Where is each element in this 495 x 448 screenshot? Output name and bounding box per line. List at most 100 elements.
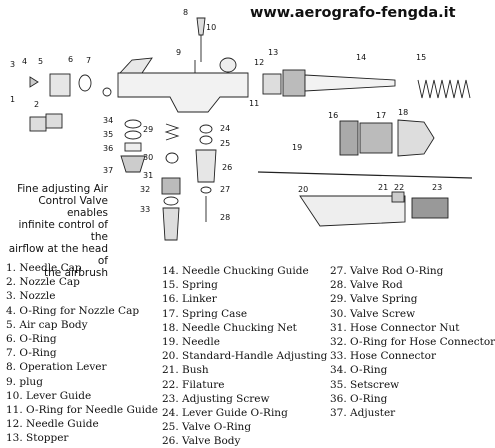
airbrush-exploded-view: 1 2 3 4 5 6 7 8 9 10 11 12 13 14 15 16 1… [10,8,473,241]
callout-29: 29 [143,125,153,134]
legend-item: 36. O-Ring [330,392,388,405]
callout-24: 24 [220,124,230,133]
legend-item: 19. Needle [162,335,220,348]
legend-item: 6. O-Ring [6,332,57,345]
legend-item: 29. Valve Spring [330,293,418,306]
callout-4: 4 [22,57,27,66]
callout-7: 7 [86,56,91,65]
legend-item: 14. Needle Chucking Guide [162,265,309,277]
callout-31: 31 [143,171,153,180]
legend-item: 34. O-Ring [330,364,388,377]
parts-legend-column-3: 27. Valve Rod O-Ring 28. Valve Rod 29. V… [330,264,495,420]
legend-item: 32. O-Ring for Hose Connector [330,335,495,348]
lever-guide-part [219,57,237,73]
legend-item: 10. Lever Guide [6,389,92,402]
legend-item: 23. Adjusting Screw [162,392,270,405]
legend-item: 20. Standard-Handle Adjusting [162,350,328,363]
chucking-net-part [397,119,435,157]
note-line: airflow at the head of [8,243,108,267]
callout-30: 30 [143,153,153,162]
legend-item: 3. Nozzle [6,290,56,303]
legend-item: 26. Valve Body [162,435,241,448]
callout-5: 5 [38,57,43,66]
valve-spring-part [164,123,180,141]
legend-item: 27. Valve Rod O-Ring [330,265,444,277]
callout-8: 8 [183,8,188,17]
stopper-part [282,69,306,97]
note-line: infinite control of the [18,219,108,243]
adjusting-screw-part [411,197,449,219]
legend-item: 2. Nozzle Cap [6,276,80,289]
hose-nut-part [161,177,181,195]
callout-27: 27 [220,185,230,194]
legend-item: 12. Needle Guide [6,418,99,431]
legend-item: 31. Hose Connector Nut [330,321,460,334]
callout-26: 26 [222,163,232,172]
callout-37: 37 [103,166,113,175]
callout-11: 11 [249,99,259,108]
legend-item: 22. Filature [162,378,225,391]
callout-20: 20 [298,185,308,194]
callout-10: 10 [206,23,216,32]
legend-item: 28. Valve Rod [330,279,403,292]
callout-18: 18 [398,108,408,117]
website-url[interactable]: www.aerografo-fengda.it [250,5,456,21]
legend-item: 7. O-Ring [6,347,57,360]
needle-part [257,171,473,179]
note-line: Control Valve enables [38,195,108,219]
spring-case-part [359,122,393,154]
note-line: Fine adjusting Air [17,183,108,195]
callout-22: 22 [394,183,404,192]
legend-item: 11. O-Ring for Needle Guide [6,403,158,416]
callout-32: 32 [140,185,150,194]
callout-numbers: 1 2 3 4 5 6 7 8 9 10 11 12 13 14 15 16 1… [10,8,442,222]
nozzle-part [29,76,39,88]
legend-item: 18. Needle Chucking Net [162,321,297,334]
linker-part [339,120,359,156]
spring-part [417,79,471,99]
adjuster-part [120,155,146,173]
callout-6: 6 [68,55,73,64]
legend-item: 5. Air cap Body [6,318,88,331]
legend-item: 15. Spring [162,279,218,292]
callout-19: 19 [292,143,302,152]
note-line: the airbrush [44,267,108,279]
aircap-body-part [49,73,71,97]
callout-25: 25 [220,139,230,148]
legend-item: 9. plug [6,375,43,388]
chucking-guide-part [304,74,396,92]
nozzle-cap-part [45,113,63,129]
callout-36: 36 [103,144,113,153]
callout-2: 2 [34,100,39,109]
legend-item: 21. Bush [162,364,209,377]
handle-part [299,195,406,227]
callout-17: 17 [376,111,386,120]
airbrush-body [117,72,249,113]
callout-34: 34 [103,116,113,125]
legend-item: 33. Hose Connector [330,350,436,363]
callout-9: 9 [176,48,181,57]
hose-connector-part [162,207,180,241]
callout-3: 3 [10,60,15,69]
legend-item: 24. Lever Guide O-Ring [162,406,288,419]
legend-item: 17. Spring Case [162,307,248,320]
legend-item: 8. Operation Lever [6,361,107,374]
callout-12: 12 [254,58,264,67]
legend-item: 30. Valve Screw [330,307,416,320]
exploded-diagram-page: 1 2 3 4 5 6 7 8 9 10 11 12 13 14 15 16 1… [0,5,495,448]
legend-item: 35. Setscrew [330,378,400,391]
legend-item: 1. Needle Cap [6,262,82,274]
color-cup [118,57,153,74]
needle-cap-part [29,116,47,132]
bush-part [391,191,405,203]
operation-lever-part [196,17,206,36]
legend-item: 25. Valve O-Ring [162,421,252,434]
parts-legend-column-1: 1. Needle Cap 2. Nozzle Cap 3. Nozzle 4.… [6,261,158,445]
callout-13: 13 [268,48,278,57]
callout-16: 16 [328,111,338,120]
callout-33: 33 [140,205,150,214]
parts-legend-column-2: 14. Needle Chucking Guide 15. Spring 16.… [162,264,327,448]
adjusting-valve-note: Fine adjusting Air Control Valve enables… [0,183,108,279]
callout-23: 23 [432,183,442,192]
callout-1: 1 [10,95,15,104]
